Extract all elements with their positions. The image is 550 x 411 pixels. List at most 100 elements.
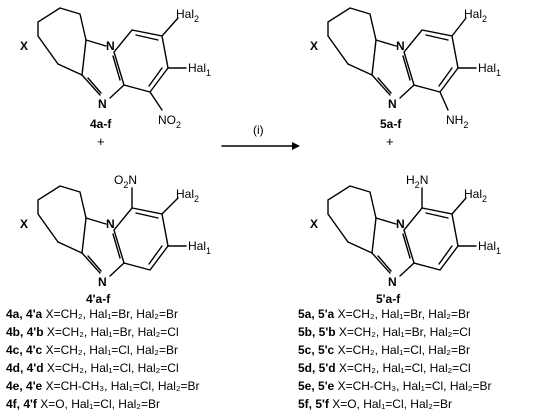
compound-entry-desc: X=CH₂, Hal₁=Cl, Hal₂=Br [338, 343, 470, 357]
compound-entry: 4f, 4'f X=O, Hal₁=Cl, Hal₂=Br [6, 397, 160, 411]
atom-no2: NO [158, 113, 176, 127]
atom-hal2: Hal [176, 187, 194, 201]
compound-entry-ids: 5e, 5'e [298, 379, 338, 393]
atom-hal2: Hal [176, 7, 194, 21]
structure-4prime-a-f: O2N X N N Hal2 Hal1 4'a-f [20, 173, 211, 306]
atom-hal2: Hal [464, 187, 482, 201]
compound-entry-ids: 4b, 4'b [6, 325, 47, 339]
compound-entry: 4d, 4'd X=CH₂, Hal₁=Cl, Hal₂=Cl [6, 361, 179, 375]
atom-n: N [98, 275, 107, 289]
atom-n: N [98, 97, 107, 111]
compound-entry-ids: 5f, 5'f [298, 397, 332, 411]
atom-hal2-sub: 2 [194, 14, 199, 24]
atom-hal2-sub: 2 [482, 194, 487, 204]
compound-label-4prime-a-f: 4'a-f [86, 292, 111, 306]
compound-entry-desc: X=CH₂, Hal₁=Cl, Hal₂=Br [46, 343, 178, 357]
compound-entry-ids: 5d, 5'd [298, 361, 339, 375]
atom-no2-sub: 2 [176, 120, 181, 130]
plus-sign-left: + [97, 134, 105, 149]
atom-o2n-n: N [128, 173, 137, 187]
compound-entry-desc: X=CH₂, Hal₁=Cl, Hal₂=Cl [339, 361, 471, 375]
compound-entry-ids: 4f, 4'f [6, 397, 40, 411]
structure-4a-f: X N N Hal2 Hal1 NO2 4a-f [20, 7, 211, 131]
atom-n: N [388, 97, 397, 111]
atom-hal1-sub: 1 [206, 68, 211, 78]
compound-list-5: 5a, 5'a X=CH₂, Hal₁=Br, Hal₂=Br 5b, 5'b X… [298, 307, 492, 411]
reaction-conditions: (i) [253, 123, 264, 137]
compound-entry: 4e, 4'e X=CH-CH₃, Hal₁=Cl, Hal₂=Br [6, 379, 200, 393]
svg-text:O2N: O2N [114, 173, 137, 190]
compound-label-5a-f: 5a-f [380, 117, 402, 131]
atom-hal1: Hal [478, 61, 496, 75]
structure-5prime-a-f: H2N X N N Hal2 Hal1 5'a-f [310, 173, 501, 306]
atom-n: N [106, 39, 115, 53]
svg-text:Hal1: Hal1 [188, 239, 211, 256]
compound-entry-ids: 4d, 4'd [6, 361, 47, 375]
compound-entry-desc: X=CH₂, Hal₁=Br, Hal₂=Cl [47, 325, 179, 339]
compound-entry: 5e, 5'e X=CH-CH₃, Hal₁=Cl, Hal₂=Br [298, 379, 492, 393]
atom-hal2-sub: 2 [482, 14, 487, 24]
atom-hal1: Hal [188, 239, 206, 253]
svg-text:Hal2: Hal2 [464, 7, 487, 24]
atom-x: X [310, 39, 318, 53]
compound-entry-desc: X=CH₂, Hal₁=Cl, Hal₂=Cl [47, 361, 179, 375]
atom-n: N [388, 275, 397, 289]
compound-entry-ids: 5c, 5'c [298, 343, 338, 357]
compound-entry: 4a, 4'a X=CH₂, Hal₁=Br, Hal₂=Br [6, 307, 178, 321]
svg-text:Hal1: Hal1 [188, 61, 211, 78]
compound-entry: 5c, 5'c X=CH₂, Hal₁=Cl, Hal₂=Br [298, 343, 470, 357]
atom-n: N [396, 217, 405, 231]
atom-x: X [20, 39, 28, 53]
compound-list-4: 4a, 4'a X=CH₂, Hal₁=Br, Hal₂=Br 4b, 4'b X… [6, 307, 200, 411]
svg-text:H2N: H2N [406, 173, 428, 190]
svg-text:Hal2: Hal2 [176, 7, 199, 24]
atom-hal1-sub: 1 [496, 68, 501, 78]
atom-nh2-sub: 2 [463, 120, 468, 130]
atom-h2n-sub: 2 [415, 180, 420, 190]
compound-entry-desc: X=CH₂, Hal₁=Br, Hal₂=Cl [339, 325, 471, 339]
atom-hal1: Hal [478, 239, 496, 253]
compound-entry: 4b, 4'b X=CH₂, Hal₁=Br, Hal₂=Cl [6, 325, 179, 339]
compound-entry-desc: X=O, Hal₁=Cl, Hal₂=Br [40, 397, 160, 411]
compound-entry-ids: 4e, 4'e [6, 379, 46, 393]
compound-entry-desc: X=O, Hal₁=Cl, Hal₂=Br [332, 397, 452, 411]
svg-text:Hal2: Hal2 [464, 187, 487, 204]
compound-label-5prime-a-f: 5'a-f [376, 292, 401, 306]
compound-entry-ids: 4c, 4'c [6, 343, 46, 357]
atom-h2n-n: N [420, 173, 429, 187]
compound-entry-desc: X=CH-CH₃, Hal₁=Cl, Hal₂=Br [46, 379, 200, 393]
compound-entry: 5f, 5'f X=O, Hal₁=Cl, Hal₂=Br [298, 397, 452, 411]
svg-text:NO2: NO2 [158, 113, 181, 130]
compound-entry-desc: X=CH₂, Hal₁=Br, Hal₂=Br [46, 307, 178, 321]
compound-entry-ids: 4a, 4'a [6, 307, 46, 321]
compound-entry: 5b, 5'b X=CH₂, Hal₁=Br, Hal₂=Cl [298, 325, 471, 339]
compound-label-4a-f: 4a-f [90, 117, 112, 131]
svg-text:Hal1: Hal1 [478, 61, 501, 78]
atom-x: X [310, 217, 318, 231]
reaction-arrow: (i) [221, 123, 300, 150]
compound-entry-ids: 5b, 5'b [298, 325, 339, 339]
atom-o2n-sub: 2 [123, 180, 128, 190]
compound-entry: 4c, 4'c X=CH₂, Hal₁=Cl, Hal₂=Br [6, 343, 178, 357]
atom-hal2: Hal [464, 7, 482, 21]
atom-hal2-sub: 2 [194, 194, 199, 204]
svg-text:NH2: NH2 [446, 113, 468, 130]
svg-text:Hal2: Hal2 [176, 187, 199, 204]
atom-o2n-o: O [114, 173, 123, 187]
atom-n: N [396, 39, 405, 53]
compound-entry-ids: 5a, 5'a [298, 307, 338, 321]
atom-nh2: NH [446, 113, 463, 127]
atom-n: N [106, 217, 115, 231]
compound-entry-desc: X=CH-CH₃, Hal₁=Cl, Hal₂=Br [338, 379, 492, 393]
svg-text:Hal1: Hal1 [478, 239, 501, 256]
atom-x: X [20, 217, 28, 231]
compound-entry-desc: X=CH₂, Hal₁=Br, Hal₂=Br [338, 307, 470, 321]
atom-hal1: Hal [188, 61, 206, 75]
structure-5a-f: X N N Hal2 Hal1 NH2 5a-f [310, 7, 501, 131]
atom-hal1-sub: 1 [496, 246, 501, 256]
plus-sign-right: + [386, 134, 394, 149]
compound-entry: 5a, 5'a X=CH₂, Hal₁=Br, Hal₂=Br [298, 307, 470, 321]
atom-hal1-sub: 1 [206, 246, 211, 256]
